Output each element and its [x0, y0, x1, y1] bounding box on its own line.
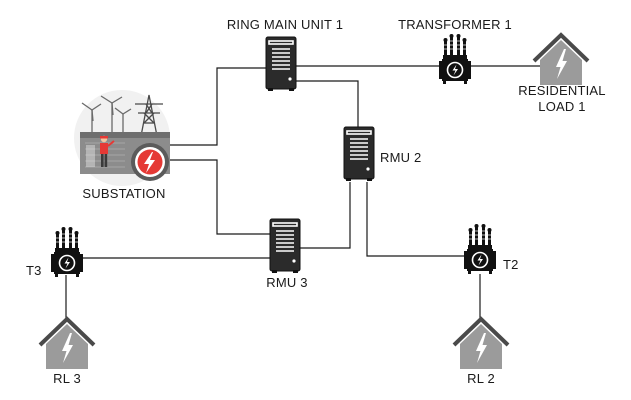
residential-load1-label-line1: RESIDENTIAL: [518, 83, 606, 98]
line-substation-rmu3: [170, 159, 270, 235]
rmu2-label: RMU 2: [380, 150, 422, 165]
substation-label: SUBSTATION: [82, 186, 166, 201]
t3-label: T3: [26, 263, 42, 278]
residential-load1-house-icon: [532, 33, 590, 87]
rmu2-icon: [343, 126, 375, 182]
transformer1-icon: [438, 33, 472, 85]
connection-lines: [65, 65, 540, 320]
t3-transformer-icon: [50, 226, 84, 278]
line-rmu2-rmu3: [300, 182, 351, 249]
line-rmu1-rmu2: [296, 80, 359, 128]
t2-label: T2: [503, 257, 519, 272]
rmu3-icon: [269, 218, 301, 274]
rl2-label: RL 2: [467, 371, 495, 386]
rmu1-label: RING MAIN UNIT 1: [226, 17, 344, 32]
rmu1-icon: [265, 36, 297, 92]
substation-illustration: [74, 90, 170, 186]
t2-transformer-icon: [463, 223, 497, 275]
transformer1-label: TRANSFORMER 1: [398, 17, 512, 32]
rl3-house-icon: [38, 317, 96, 371]
rl3-label: RL 3: [53, 371, 81, 386]
line-substation-rmu1: [170, 67, 266, 146]
rmu3-label: RMU 3: [266, 275, 308, 290]
residential-load1-label-line2: LOAD 1: [538, 99, 586, 114]
line-rmu2-t2: [366, 182, 465, 257]
rl2-house-icon: [452, 317, 510, 371]
